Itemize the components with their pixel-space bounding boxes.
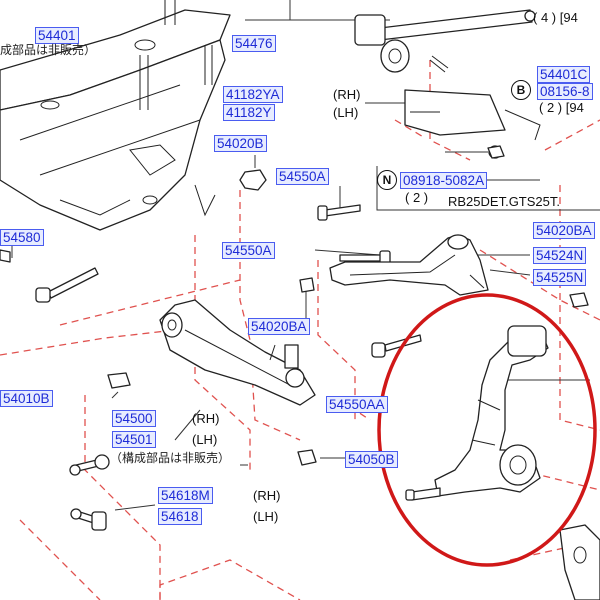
highlighted-arm xyxy=(405,325,549,501)
part-number-54020ba-right[interactable]: 54020BA xyxy=(533,222,595,239)
note-components-not-sold: （構成部品は非販売） xyxy=(110,451,231,465)
part-number-54524n[interactable]: 54524N xyxy=(533,247,587,264)
stabilizer-links xyxy=(69,454,110,531)
quantity-4-label: ( 4 ) [94 xyxy=(533,10,578,25)
part-number-08156[interactable]: 08156-8 xyxy=(537,83,593,100)
nuts-and-washers xyxy=(107,145,589,466)
part-number-54550a-1[interactable]: 54550A xyxy=(276,168,329,185)
part-number-54020ba-mid[interactable]: 54020BA xyxy=(248,318,310,335)
part-number-54618[interactable]: 54618 xyxy=(158,508,202,525)
rh-label-41182: (RH) xyxy=(333,87,361,102)
note-parts-not-sold: 成部品は非販売） xyxy=(0,43,97,57)
part-number-54010b[interactable]: 54010B xyxy=(0,390,53,407)
rh-label-54500: (RH) xyxy=(192,411,220,426)
part-number-54476[interactable]: 54476 xyxy=(232,35,276,52)
part-number-54401c[interactable]: 54401C xyxy=(537,66,591,83)
part-number-54550aa[interactable]: 54550AA xyxy=(326,396,388,413)
part-number-54401[interactable]: 54401 xyxy=(35,27,79,44)
part-number-41182ya[interactable]: 41182YA xyxy=(223,86,283,103)
rear-bracket xyxy=(559,524,600,600)
part-number-54550a-2[interactable]: 54550A xyxy=(222,242,275,259)
part-number-54618m[interactable]: 54618M xyxy=(158,487,213,504)
part-number-54050b[interactable]: 54050B xyxy=(345,451,398,468)
part-number-54525n[interactable]: 54525N xyxy=(533,269,587,286)
part-number-54500[interactable]: 54500 xyxy=(112,410,156,427)
highlight-circle xyxy=(377,293,597,567)
part-number-54580[interactable]: 54580 xyxy=(0,229,44,246)
lh-label-54618: (LH) xyxy=(253,509,279,524)
rh-label-54618m: (RH) xyxy=(253,488,281,503)
quantity-2-label-n: ( 2 ) xyxy=(405,190,429,205)
engine-code-label: RB25DET.GTS25T. xyxy=(448,194,560,209)
lh-label-54501: (LH) xyxy=(192,432,218,447)
upper-arm xyxy=(329,234,489,296)
front-crossmember xyxy=(0,0,231,231)
upper-link-assembly xyxy=(354,9,541,159)
part-number-08918[interactable]: 08918-5082A xyxy=(400,172,488,189)
lower-arm xyxy=(159,299,316,406)
part-number-41182y[interactable]: 41182Y xyxy=(223,104,275,121)
reference-circle-b: B xyxy=(511,80,531,100)
part-number-54501[interactable]: 54501 xyxy=(112,431,156,448)
part-number-54020b-top[interactable]: 54020B xyxy=(214,135,267,152)
reference-circle-n: N xyxy=(377,170,397,190)
lh-label-41182: (LH) xyxy=(333,105,359,120)
quantity-2-label-b: ( 2 ) [94 xyxy=(539,100,584,115)
